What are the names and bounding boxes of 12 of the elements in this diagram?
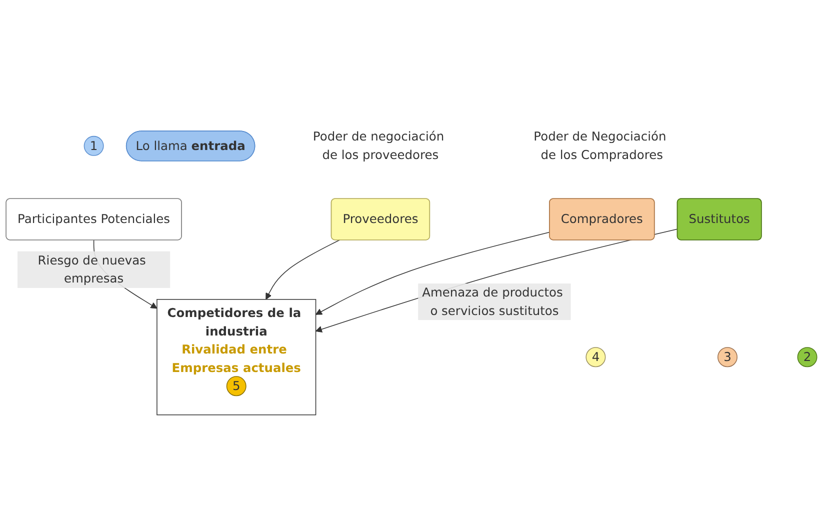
node-circle: 4 — [586, 347, 606, 368]
node-circle: 2 — [797, 347, 818, 368]
node-label: Poder de Negociación de los Compradores — [534, 129, 666, 162]
node-label: Poder de negociación de los proveedores — [312, 129, 444, 162]
arrow — [266, 239, 340, 300]
edge-label: Amenaza de productos o servicios sustitutos — [422, 284, 563, 318]
arrow — [315, 228, 678, 332]
arrow — [315, 232, 550, 315]
node-circle: 3 — [717, 347, 738, 368]
edge-label: Riesgo de nuevas empresas — [38, 252, 146, 286]
node-circle: 5 — [226, 376, 246, 396]
node-circle: 1 — [84, 136, 104, 156]
